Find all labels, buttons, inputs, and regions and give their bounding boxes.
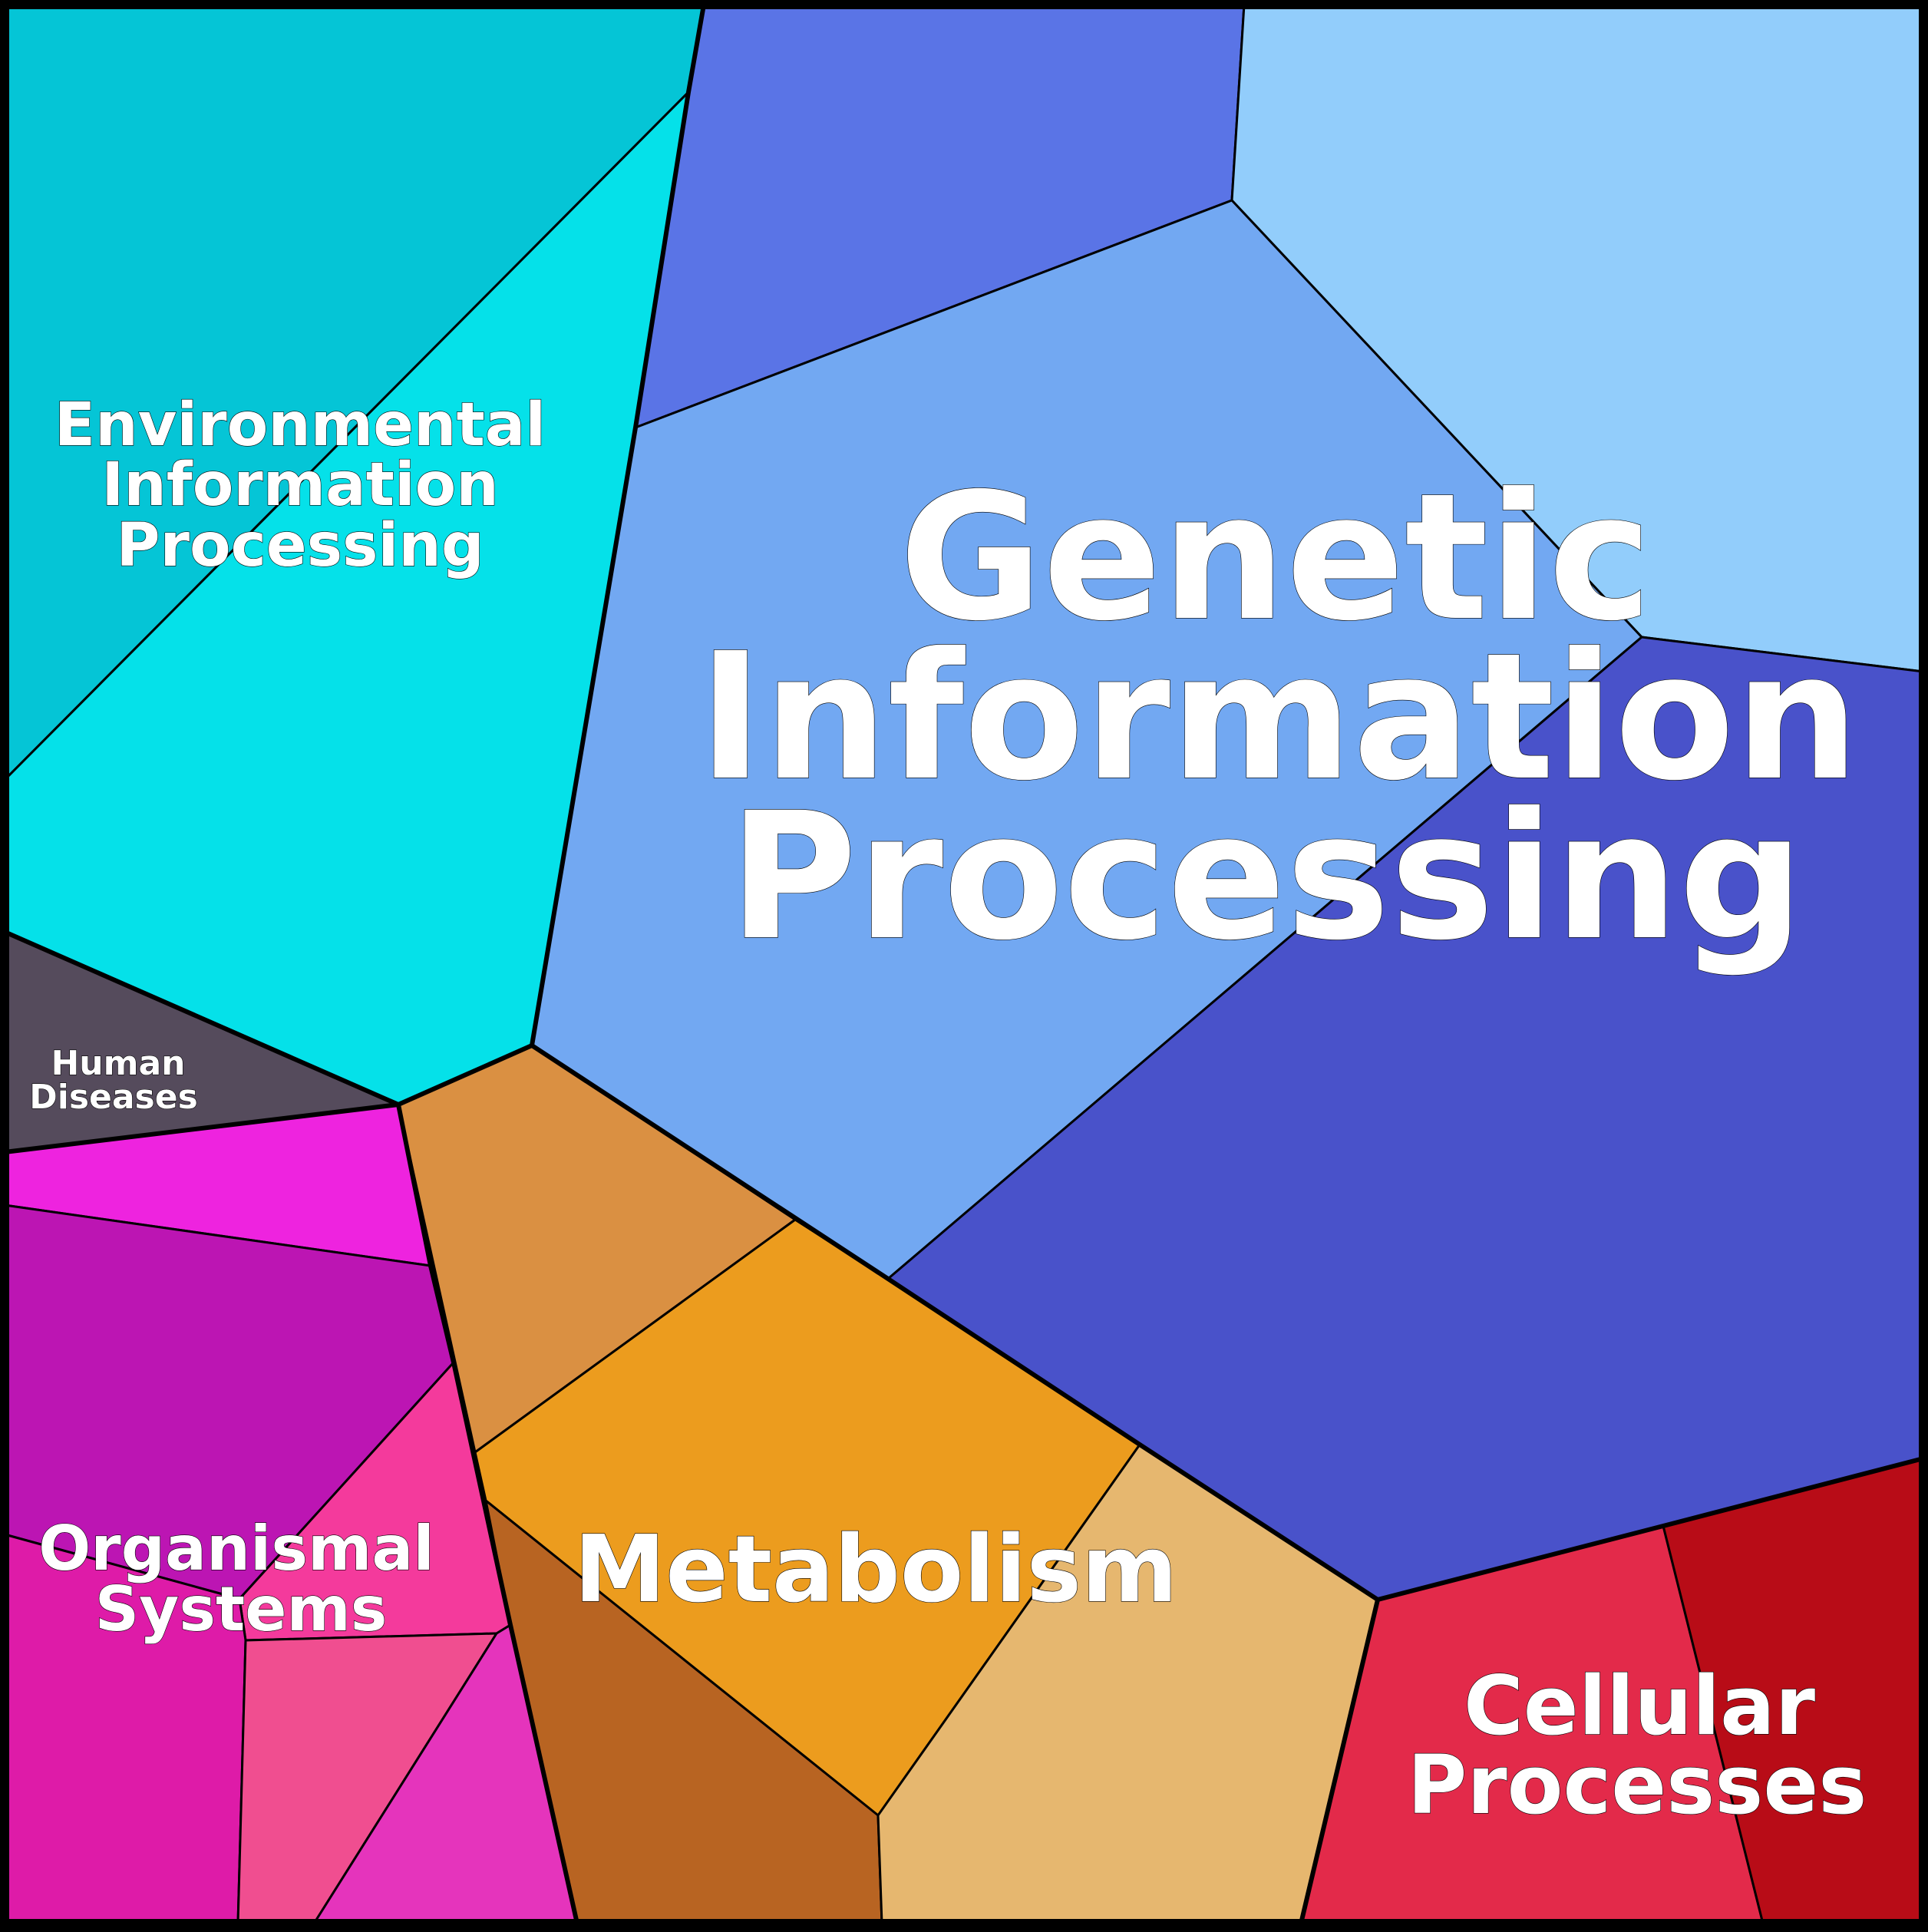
label-cellular: Cellular Processes	[1407, 1658, 1867, 1832]
label-environmental-line1: Environmental	[54, 391, 546, 460]
label-environmental: Environmental Information Processing	[54, 390, 546, 580]
label-cellular-line1: Cellular	[1464, 1659, 1815, 1753]
label-environmental-line2: Information	[101, 451, 499, 520]
boundary-genetic-metabolism	[530, 1043, 1380, 1602]
label-genetic-line3: Processing	[728, 774, 1804, 979]
boundary-genetic-cellular	[1375, 1456, 1926, 1602]
label-human-line1: Human	[51, 1044, 185, 1083]
label-organismal-line2: Systems	[95, 1574, 388, 1645]
label-organismal-line1: Organismal	[38, 1513, 434, 1584]
boundary-metabolism-cellular	[1299, 1597, 1380, 1926]
label-human-line2: Diseases	[29, 1078, 198, 1117]
label-human-diseases: Human Diseases	[29, 1043, 199, 1117]
label-metabolism: Metabolism	[573, 1516, 1177, 1623]
label-cellular-line2: Processes	[1408, 1738, 1867, 1832]
boundary-human-organismal	[2, 1102, 401, 1154]
label-genetic-line2: Information	[698, 615, 1860, 819]
label-environmental-line3: Processing	[116, 511, 484, 580]
boundary-organismal-metabolism	[396, 1102, 579, 1926]
boundary-env-genetic	[530, 2, 706, 1048]
label-metabolism-line1: Metabolism	[574, 1517, 1177, 1623]
label-genetic: Genetic Information Processing	[698, 454, 1860, 979]
label-organismal: Organismal Systems	[38, 1512, 435, 1645]
label-genetic-line1: Genetic	[899, 455, 1652, 659]
